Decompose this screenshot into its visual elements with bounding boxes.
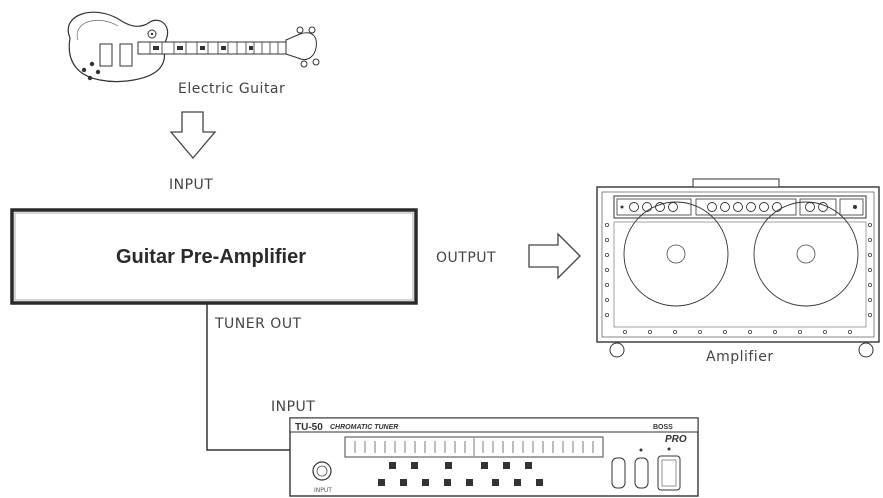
tuner-model: TU-50 [295, 422, 323, 433]
svg-text:INPUT: INPUT [314, 487, 332, 494]
tuner-name: CHROMATIC TUNER [330, 424, 398, 431]
output-label: OUTPUT [436, 250, 496, 266]
preamp-box [10, 208, 418, 305]
preamp-title: Guitar Pre-Amplifier [116, 246, 306, 268]
guitar-label: Electric Guitar [178, 81, 285, 97]
electric-guitar-illustration [67, 11, 320, 83]
amplifier-label: Amplifier [706, 349, 774, 365]
down-arrow-icon [169, 111, 217, 160]
preamp-input-label: INPUT [169, 177, 213, 193]
amplifier-illustration [596, 178, 880, 358]
tuner-sub-brand: PRO [665, 434, 687, 445]
tuner-out-cable [206, 303, 290, 451]
tuner-brand: BOSS [653, 424, 673, 431]
tuner-out-label: TUNER OUT [214, 316, 302, 332]
right-arrow-icon [528, 232, 581, 280]
tuner-illustration: INPUT [289, 417, 699, 497]
tuner-input-label: INPUT [271, 399, 315, 415]
